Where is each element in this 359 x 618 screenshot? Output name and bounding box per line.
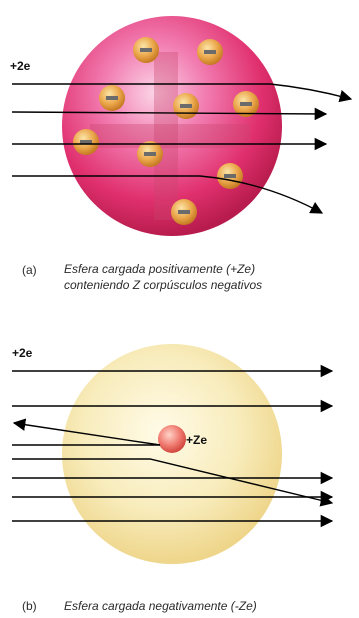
corpuscle (73, 129, 99, 155)
plus-sign-vertical (154, 52, 178, 220)
alpha-trajectory-backscatter-return (12, 418, 161, 446)
alpha-trajectory (12, 175, 324, 214)
nucleus-charge-label: +Ze (186, 433, 207, 447)
corpuscle (197, 39, 223, 65)
alpha-charge-label: +2e (10, 59, 31, 73)
panel-b: +Ze +2e (12, 344, 334, 564)
caption-b-text: Esfera cargada negativamente (-Ze) (64, 599, 257, 613)
nucleus (158, 425, 186, 453)
corpuscle (171, 199, 197, 225)
alpha-trajectory (12, 83, 353, 103)
caption-a-tag: (a) (22, 263, 37, 277)
caption-a-line1: Esfera cargada positivamente (+Ze) (64, 262, 256, 276)
corpuscle (133, 37, 159, 63)
panel-a: +2e (10, 16, 353, 236)
corpuscle (173, 93, 199, 119)
corpuscle (217, 163, 243, 189)
caption-b: (b) Esfera cargada negativamente (-Ze) (22, 598, 257, 614)
caption-a: (a) Esfera cargada positivamente (+Ze) c… (22, 262, 262, 292)
negative-sphere (62, 344, 282, 564)
corpuscle (99, 85, 125, 111)
corpuscle (137, 141, 163, 167)
alpha-charge-label: +2e (12, 346, 33, 360)
caption-a-line2: conteniendo Z corpúsculos negativos (64, 278, 263, 292)
caption-b-tag: (b) (22, 599, 37, 613)
caption-a-text: Esfera cargada positivamente (+Ze) conte… (64, 261, 359, 293)
corpuscle (233, 91, 259, 117)
alpha-trajectory (11, 107, 328, 121)
alpha-trajectory-deflected (12, 458, 334, 507)
